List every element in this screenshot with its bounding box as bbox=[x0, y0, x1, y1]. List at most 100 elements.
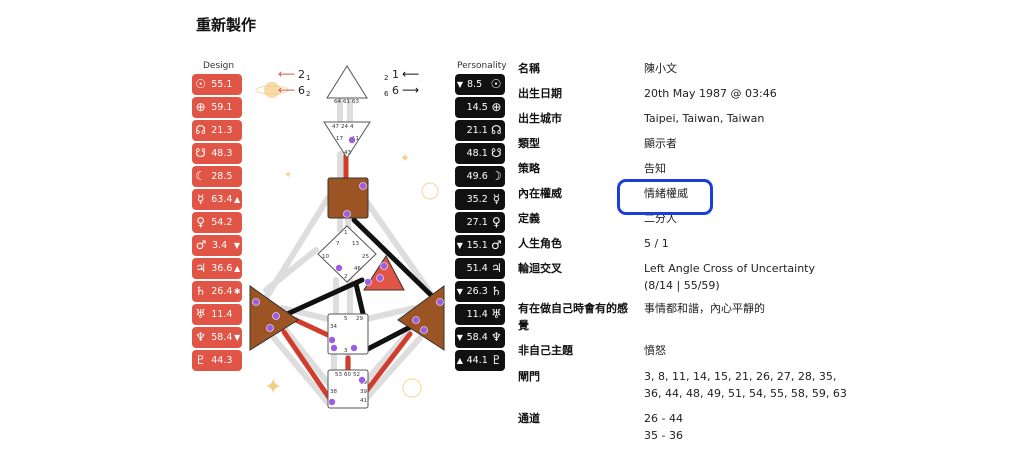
gate-5: 5 bbox=[344, 316, 348, 322]
gate-38: 38 bbox=[330, 389, 337, 395]
gate-value: 54.2 bbox=[211, 217, 233, 228]
personality-planet-row: ▼58.4♆ bbox=[455, 327, 505, 348]
gate-52: 52 bbox=[353, 372, 360, 378]
gate-value: 58.4 bbox=[466, 332, 488, 343]
root-center bbox=[327, 369, 369, 409]
gate-value: 28.5 bbox=[211, 171, 233, 182]
gate-value: 26.4 bbox=[211, 286, 233, 297]
uranus-icon: ♅ bbox=[195, 307, 206, 321]
info-value-line: 26 - 44 bbox=[644, 412, 683, 425]
mars-icon: ♂ bbox=[195, 238, 207, 252]
design-planet-row: ♇44.3 bbox=[192, 350, 242, 371]
personality-planet-row: 14.5⊕ bbox=[455, 97, 505, 118]
uranus-icon: ♅ bbox=[490, 307, 502, 321]
channel-26-44-a bbox=[353, 281, 367, 321]
gate-value: 44.3 bbox=[211, 355, 233, 366]
sun-icon: ☉ bbox=[490, 77, 502, 91]
channel-35-36 bbox=[351, 217, 437, 301]
personality-planet-row: 21.1☊ bbox=[455, 120, 505, 141]
ajna-center bbox=[323, 121, 371, 159]
gate-dot-15 bbox=[335, 264, 343, 272]
personality-arrow-top-icon: ⟵ bbox=[402, 67, 419, 81]
info-value: 情緒權威 bbox=[644, 185, 944, 202]
info-value-line: 告知 bbox=[644, 162, 666, 175]
design-planet-row: ☉55.1 bbox=[192, 74, 242, 95]
info-label: 名稱 bbox=[518, 62, 540, 75]
info-value: 顯示者 bbox=[644, 135, 944, 152]
personality-planet-row: 49.6☽ bbox=[455, 166, 505, 187]
info-label: 有在做自己時會有的感 覺 bbox=[518, 302, 628, 332]
info-value-line: 陳小文 bbox=[644, 62, 677, 75]
info-value-line: 20th May 1987 @ 03:46 bbox=[644, 87, 777, 100]
info-value-line: Taipei, Taiwan, Taiwan bbox=[644, 112, 765, 125]
personality-planet-row: ▼8.5☉ bbox=[455, 74, 505, 95]
gate-3: 3 bbox=[344, 348, 348, 354]
gate-value: 35.2 bbox=[466, 194, 488, 205]
decoration-layer: ✦ ✦ ✦ bbox=[255, 82, 439, 400]
star-decoration-2: ✦ bbox=[400, 151, 410, 165]
gate-dot-51 bbox=[380, 262, 388, 270]
south-node-icon: ☋ bbox=[195, 146, 206, 160]
star-decoration-3: ✦ bbox=[284, 170, 292, 181]
gate-value: 21.3 bbox=[211, 125, 233, 136]
gate-dot-58 bbox=[358, 376, 366, 384]
gate-value: 26.3 bbox=[466, 286, 488, 297]
design-planet-row: ☋ 48.3 bbox=[192, 143, 242, 164]
personality-planet-row: 51.4♃ bbox=[455, 258, 505, 279]
solar-plexus-center bbox=[397, 285, 445, 351]
info-value-line: 36, 44, 48, 49, 51, 54, 55, 58, 59, 63 bbox=[644, 387, 847, 400]
info-value: 告知 bbox=[644, 160, 944, 177]
gate-value: 51.4 bbox=[466, 263, 488, 274]
venus-icon: ♀ bbox=[491, 215, 501, 229]
info-value-line: 憤怒 bbox=[644, 344, 666, 357]
gate-value: 15.1 bbox=[466, 240, 488, 251]
info-value-line: 事情都和諧，內心平靜的 bbox=[644, 302, 765, 315]
design-header: Design bbox=[203, 61, 235, 71]
design-planet-row: ♃36.6▲ bbox=[192, 258, 242, 279]
design-planet-row: ☾28.5 bbox=[192, 166, 242, 187]
jupiter-icon: ♃ bbox=[195, 261, 206, 275]
gate-2: 2 bbox=[344, 274, 348, 280]
info-label: 類型 bbox=[518, 137, 540, 150]
personality-planet-row: 35.2☿ bbox=[455, 189, 505, 210]
design-arrow-bottom-icon: ⟵ bbox=[278, 83, 295, 97]
gate-value: 27.1 bbox=[466, 217, 488, 228]
fixing-mark: ▲ bbox=[456, 356, 463, 365]
info-label: 內在權威 bbox=[518, 187, 562, 200]
mars-icon: ♂ bbox=[490, 238, 502, 252]
design-planet-row: ⊕59.1 bbox=[192, 97, 242, 118]
info-value-line: 顯示者 bbox=[644, 137, 677, 150]
gate-value: 48.3 bbox=[211, 148, 233, 159]
head-center bbox=[326, 65, 368, 99]
fixing-mark: ▼ bbox=[233, 241, 241, 250]
fixing-mark: ▼ bbox=[234, 333, 241, 342]
gate-34: 34 bbox=[330, 324, 337, 330]
earth-icon: ⊕ bbox=[491, 100, 502, 114]
gate-29: 29 bbox=[356, 316, 363, 322]
design-planet-row: ♆58.4▼ bbox=[192, 327, 242, 348]
info-label: 出生城市 bbox=[518, 112, 562, 125]
info-value-line: 5 / 1 bbox=[644, 237, 669, 250]
page-title: 重新製作 bbox=[196, 16, 257, 34]
north-node-icon: ☊ bbox=[491, 123, 502, 137]
info-value-line: 3, 8, 11, 14, 15, 21, 26, 27, 28, 35, bbox=[644, 370, 837, 383]
personality-planet-row: ▲44.1♇ bbox=[455, 350, 505, 371]
gate-63: 63 bbox=[352, 99, 359, 105]
gate-value: 55.1 bbox=[211, 79, 233, 90]
sun-decoration-2 bbox=[402, 378, 422, 398]
gate-value: 8.5 bbox=[467, 79, 483, 90]
gate-17: 17 bbox=[336, 136, 343, 142]
fixing-mark: ▼ bbox=[456, 241, 463, 250]
g-center bbox=[317, 225, 377, 283]
info-value: Left Angle Cross of Uncertainty(8/14 | 5… bbox=[644, 260, 944, 294]
gate-value: 49.6 bbox=[466, 171, 488, 182]
design-planet-row: ☿63.4▲ bbox=[192, 189, 242, 210]
saturn-icon: ♄ bbox=[195, 284, 206, 298]
personality-planet-list: ▼8.5☉14.5⊕21.1☊48.1☋49.6☽35.2☿27.1♀▼15.1… bbox=[455, 74, 505, 374]
sun-decoration bbox=[421, 182, 439, 200]
heart-center bbox=[363, 255, 405, 291]
info-label: 人生角色 bbox=[518, 237, 562, 250]
info-value-line: (8/14 | 55/59) bbox=[644, 279, 720, 292]
fixing-mark: ✱ bbox=[233, 287, 241, 296]
